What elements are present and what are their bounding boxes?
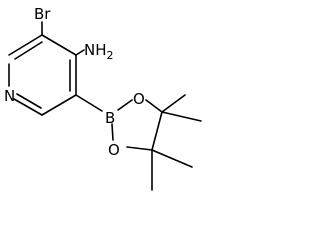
bond-methyl-2 (161, 111, 202, 122)
atom-label-pyridine-nitrogen: N (4, 87, 15, 105)
chemical-structure-diagram: Br NH2 N B O O (4, 5, 202, 191)
bond-c3-c4 (41, 34, 77, 56)
bond-c2-c3 (8, 34, 43, 56)
bond-b-o-upper (117, 99, 133, 111)
bond-c5-b (75, 94, 103, 112)
atom-label-oxygen-lower: O (108, 141, 120, 159)
bond-b-o-lower (111, 123, 114, 141)
methyl-groups (151, 94, 202, 191)
bond-c-c (151, 111, 163, 151)
bond-methyl-1 (161, 94, 186, 113)
bond-c6-n1-inner (16, 93, 42, 109)
atom-label-oxygen-upper: O (133, 90, 145, 108)
bond-methyl-3 (151, 149, 193, 168)
atom-label-boron: B (105, 109, 115, 127)
bond-c4-nh2 (75, 49, 85, 56)
dioxaborolane-ring (111, 99, 163, 151)
atom-label-amine: NH2 (84, 41, 114, 62)
bond-o-lower-c (126, 146, 153, 151)
bond-c6-n1 (13, 98, 43, 116)
bond-o-upper-c (145, 99, 163, 113)
bond-c5-c6 (41, 94, 77, 116)
pyridine-ring (8, 34, 77, 116)
bond-c2-c3-inner (14, 41, 43, 60)
atom-label-bromine: Br (34, 5, 51, 23)
